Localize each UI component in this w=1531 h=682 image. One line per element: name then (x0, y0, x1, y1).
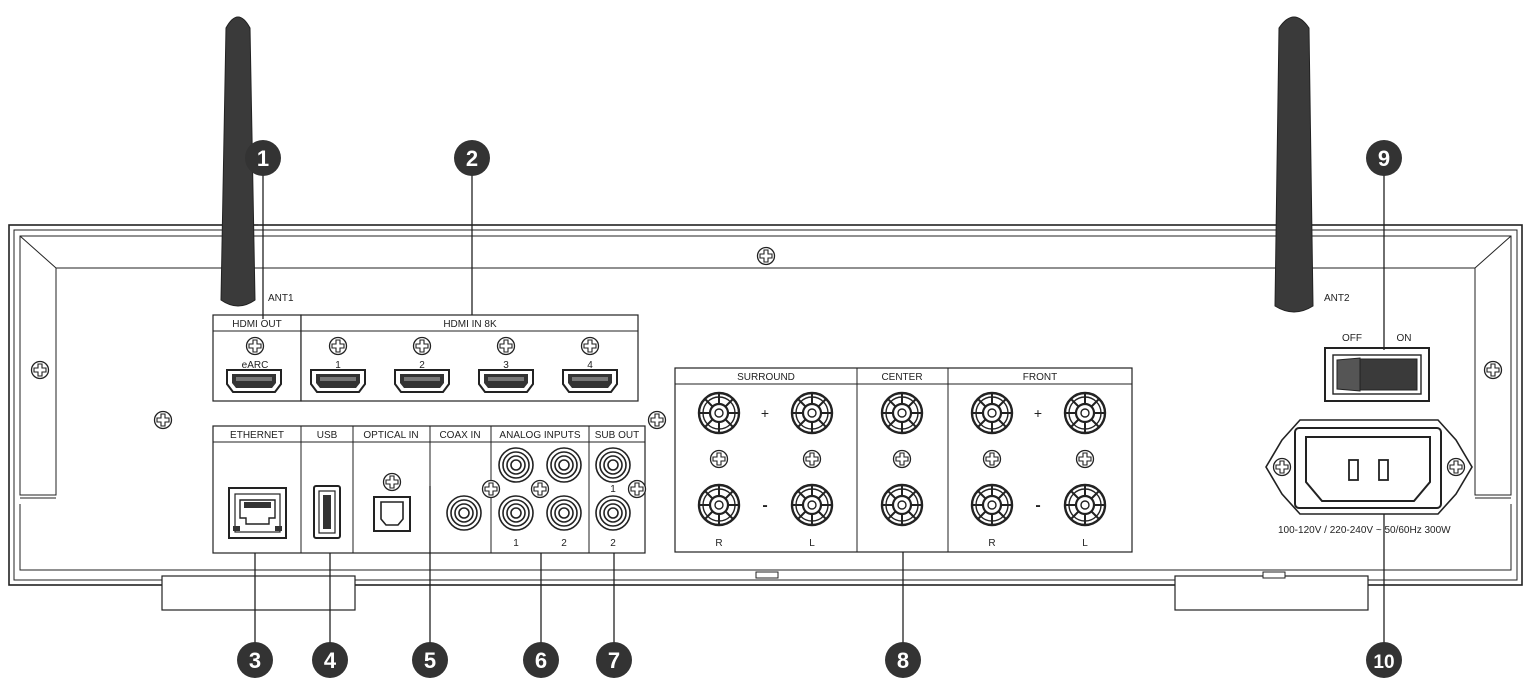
hdmi-in-port-1[interactable] (310, 369, 366, 393)
analog-input-1-lower[interactable] (498, 495, 534, 531)
front-l-label: L (1082, 538, 1088, 549)
callout-10-number: 10 (1373, 652, 1394, 673)
front-r-label: R (988, 538, 995, 549)
surround-r-label: R (715, 538, 722, 549)
speaker-panel: SURROUND CENTER FRONT + - R L + - R L (674, 367, 1133, 553)
center-label: CENTER (881, 372, 922, 383)
callouts: 1 2 3 4 5 6 7 8 (237, 140, 1402, 678)
hdmi-in-port-label-1: 1 (335, 360, 341, 371)
hdmi-out-section: HDMI OUT eARC (212, 314, 302, 402)
analog-inputs-ports: 1 2 (498, 447, 582, 549)
analog-input-2-lower[interactable] (546, 495, 582, 531)
ethernet-port[interactable] (228, 487, 287, 539)
sub-out-ports: 1 2 (595, 447, 647, 549)
coax-in-label: COAX IN (439, 430, 480, 441)
callout-1-number: 1 (257, 146, 269, 171)
callout-6-number: 6 (535, 648, 547, 673)
callout-2: 2 (454, 140, 490, 176)
callout-7: 7 (596, 642, 632, 678)
earc-label: eARC (242, 360, 269, 371)
surround-label: SURROUND (737, 372, 795, 383)
sub-out-port-1[interactable] (595, 447, 631, 483)
callout-5-number: 5 (424, 648, 436, 673)
antenna-label-right: ANT2 (1324, 293, 1350, 304)
callout-8-number: 8 (897, 648, 909, 673)
surround-plus: + (761, 405, 769, 421)
callout-1: 1 (245, 140, 281, 176)
hdmi-in-port-label-3: 3 (503, 360, 509, 371)
front-label: FRONT (1023, 372, 1057, 383)
sub-port-label-1: 1 (610, 484, 616, 495)
coax-in-port[interactable] (446, 495, 482, 531)
usb-port[interactable] (313, 485, 341, 539)
hdmi-in-port-4[interactable] (562, 369, 618, 393)
sub-out-label: SUB OUT (595, 430, 639, 441)
front-r-minus[interactable] (970, 483, 1014, 527)
surround-r-minus[interactable] (697, 483, 741, 527)
analog-inputs-label: ANALOG INPUTS (499, 430, 580, 441)
callout-9: 9 (1366, 140, 1402, 176)
usb-label: USB (317, 430, 338, 441)
callout-4-number: 4 (324, 648, 337, 673)
hdmi-in-port-3[interactable] (478, 369, 534, 393)
callout-9-number: 9 (1378, 146, 1390, 171)
power-rating: 100-120V / 220-240V ~ 50/60Hz 300W (1278, 525, 1451, 536)
power-switch[interactable]: OFF ON (1324, 333, 1430, 402)
analog-port-label-2: 2 (561, 538, 567, 549)
ethernet-label: ETHERNET (230, 430, 284, 441)
feet (161, 571, 1369, 611)
leader-lines (254, 160, 1385, 655)
callout-3: 3 (237, 642, 273, 678)
analog-input-2-upper[interactable] (546, 447, 582, 483)
sub-out-port-2[interactable] (595, 495, 631, 531)
power-on-label: ON (1397, 333, 1412, 344)
power-inlet[interactable] (1265, 419, 1473, 515)
analog-input-1-upper[interactable] (498, 447, 534, 483)
front-l-plus[interactable] (1063, 391, 1107, 435)
antenna-label-left: ANT1 (268, 293, 294, 304)
callout-2-number: 2 (466, 146, 478, 171)
hdmi-out-port[interactable] (226, 369, 282, 393)
optical-in-label: OPTICAL IN (363, 430, 418, 441)
callout-4: 4 (312, 642, 348, 678)
center-plus[interactable] (880, 391, 924, 435)
hdmi-out-label: HDMI OUT (232, 319, 281, 330)
front-minus: - (1035, 497, 1040, 514)
callout-7-number: 7 (608, 648, 620, 673)
sub-port-label-2: 2 (610, 538, 616, 549)
callout-8: 8 (885, 642, 921, 678)
front-plus: + (1034, 405, 1042, 421)
front-l-minus[interactable] (1063, 483, 1107, 527)
power-off-label: OFF (1342, 333, 1362, 344)
optical-in-port[interactable] (373, 472, 411, 532)
hdmi-in-port-label-2: 2 (419, 360, 425, 371)
center-minus[interactable] (880, 483, 924, 527)
front-r-plus[interactable] (970, 391, 1014, 435)
hdmi-in-port-label-4: 4 (587, 360, 593, 371)
callout-6: 6 (523, 642, 559, 678)
surround-r-plus[interactable] (697, 391, 741, 435)
surround-l-label: L (809, 538, 815, 549)
callout-10: 10 (1366, 642, 1402, 678)
hdmi-in-label: HDMI IN 8K (443, 319, 497, 330)
surround-minus: - (762, 497, 767, 514)
antenna-left: ANT1 (220, 16, 294, 307)
callout-5: 5 (412, 642, 448, 678)
hdmi-in-section: HDMI IN 8K 1 2 3 4 (300, 314, 639, 402)
callout-3-number: 3 (249, 648, 261, 673)
hdmi-in-port-2[interactable] (394, 369, 450, 393)
antenna-right: ANT2 (1274, 16, 1350, 313)
analog-port-label-1: 1 (513, 538, 519, 549)
surround-l-plus[interactable] (790, 391, 834, 435)
surround-l-minus[interactable] (790, 483, 834, 527)
